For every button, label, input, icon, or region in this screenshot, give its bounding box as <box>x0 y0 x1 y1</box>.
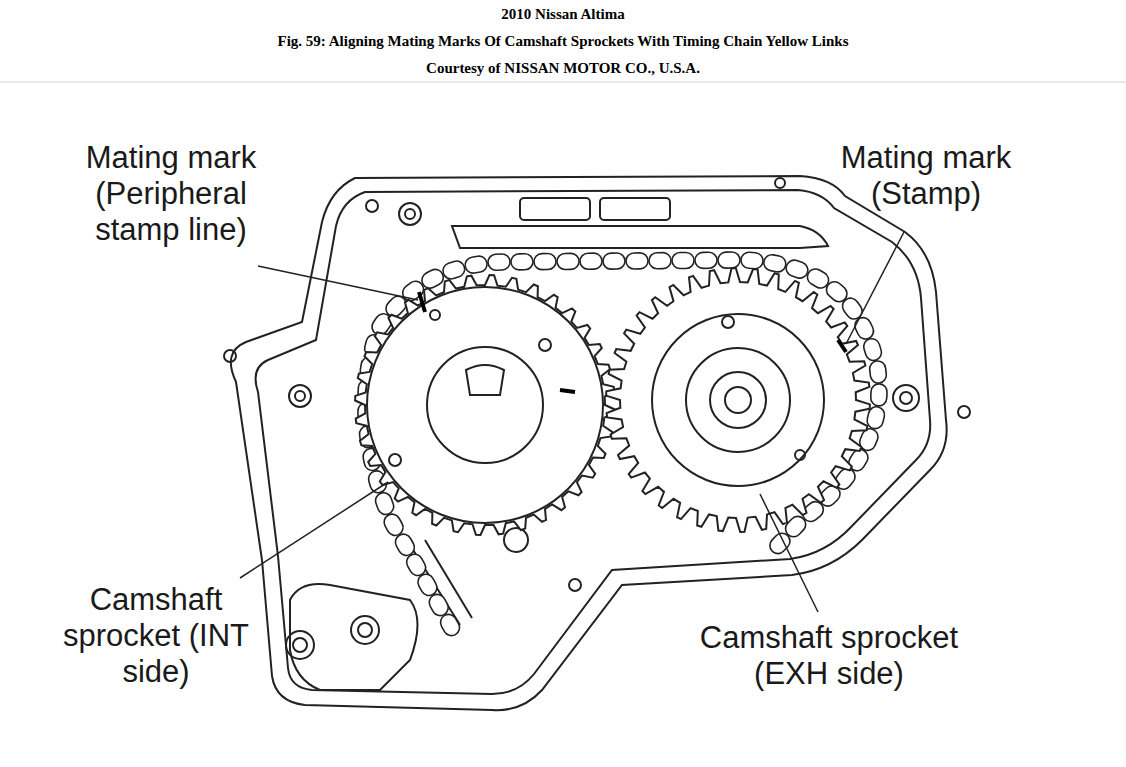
chain-link <box>695 252 717 268</box>
chain-guide <box>452 226 828 248</box>
chain-link <box>763 253 788 273</box>
chain-link <box>869 360 887 384</box>
chain-link <box>534 254 556 270</box>
chain-link <box>852 315 876 342</box>
leader-lines <box>240 232 904 612</box>
chain-link <box>740 252 763 269</box>
intake-sprocket-face <box>367 287 603 523</box>
exhaust-sprocket-face <box>652 314 824 486</box>
chain-link <box>464 255 488 274</box>
chain-link <box>672 252 694 268</box>
chain-link <box>626 253 648 269</box>
camshaft-sprockets <box>355 268 870 535</box>
chain-link <box>784 258 810 280</box>
header-rule <box>0 82 1126 83</box>
courtesy-line: Courtesy of NISSAN MOTOR CO., U.S.A. <box>0 59 1126 77</box>
part-label: Camshaft sprocket (INT side) <box>58 582 254 690</box>
chain-link <box>511 254 533 270</box>
chain-link <box>441 259 467 281</box>
chain-link <box>557 253 579 269</box>
figure-title: 2010 Nissan Altima <box>0 5 1126 23</box>
sprocket-teeth <box>606 268 870 532</box>
part-label: Mating mark (Stamp) <box>808 140 1044 212</box>
timing-chain <box>358 252 888 639</box>
sprocket-teeth <box>355 275 615 535</box>
chain-link <box>862 337 884 363</box>
mating-marks <box>419 292 846 392</box>
chain-link <box>488 254 511 271</box>
chain-link <box>870 384 887 407</box>
chain-link <box>381 511 406 538</box>
figure-caption: Fig. 59: Aligning Mating Marks Of Camsha… <box>0 32 1126 50</box>
chain-link <box>419 267 446 291</box>
part-label: Camshaft sprocket (EXH side) <box>668 620 990 692</box>
chain-link <box>649 253 671 269</box>
chain-link <box>718 252 740 268</box>
chain-link <box>580 253 602 269</box>
chain-link <box>603 253 625 269</box>
chain-link <box>373 491 396 517</box>
part-label: Mating mark (Peripheral stamp line) <box>60 140 282 248</box>
